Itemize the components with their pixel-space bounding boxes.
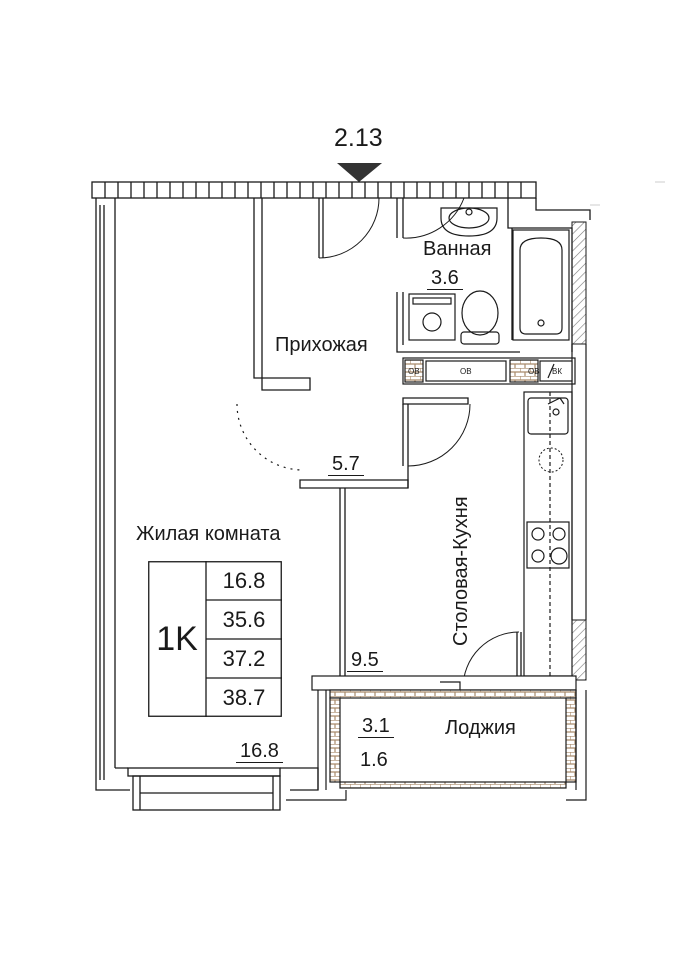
shaft-label-ob-center: ОВ: [460, 367, 472, 376]
loggia-area-full: 3.1: [358, 716, 394, 738]
loggia-wall: [286, 675, 587, 801]
shaft-label-vk: ВК: [552, 367, 562, 376]
outer-wall-right: [571, 221, 587, 681]
partition-hall-living: [236, 197, 380, 471]
service-shaft: [402, 357, 576, 385]
hallway-area: 5.7: [328, 454, 364, 476]
summary-living-area: 16.8: [222, 567, 266, 593]
kitchen-sink-icon: [527, 397, 569, 435]
bathtub-icon: [512, 229, 570, 341]
loggia-name: Лоджия: [445, 717, 516, 739]
living-room-area: 16.8: [236, 741, 283, 763]
dishwasher-icon: [538, 447, 564, 473]
shaft-label-ob-right: ОВ: [528, 367, 540, 376]
living-room-name: Жилая комната: [136, 523, 281, 545]
level-marker-label: 2.13: [334, 124, 383, 152]
summary-area-3: 37.2: [222, 645, 266, 671]
bathroom-name: Ванная: [423, 238, 492, 260]
apartment-type: 1K: [156, 619, 198, 658]
washing-machine-icon: [408, 293, 456, 341]
window-bottom: [115, 767, 319, 811]
bathroom-walls: [396, 197, 573, 353]
level-marker-icon: [337, 163, 382, 182]
partition-hall-kitchen: [299, 397, 471, 676]
outer-edge-right: [590, 181, 665, 206]
outer-wall-top: [91, 181, 591, 220]
hallway-name: Прихожая: [275, 334, 368, 356]
loggia-area-reduced: 1.6: [360, 749, 388, 771]
summary-total-area: 38.7: [222, 684, 266, 710]
bathroom-area: 3.6: [427, 268, 463, 290]
toilet-icon: [460, 290, 500, 345]
outer-wall-left: [95, 198, 130, 791]
stove-icon: [526, 521, 570, 569]
kitchen-area: 9.5: [347, 650, 383, 672]
bathroom-sink-icon: [440, 207, 498, 237]
apartment-summary: 1K 16.8 35.6 37.2 38.7: [148, 561, 282, 717]
summary-frame: [148, 561, 282, 717]
kitchen-name: Столовая-Кухня: [450, 496, 472, 646]
summary-area-2: 35.6: [222, 606, 266, 632]
shaft-label-ob-left: ОВ: [408, 367, 420, 376]
